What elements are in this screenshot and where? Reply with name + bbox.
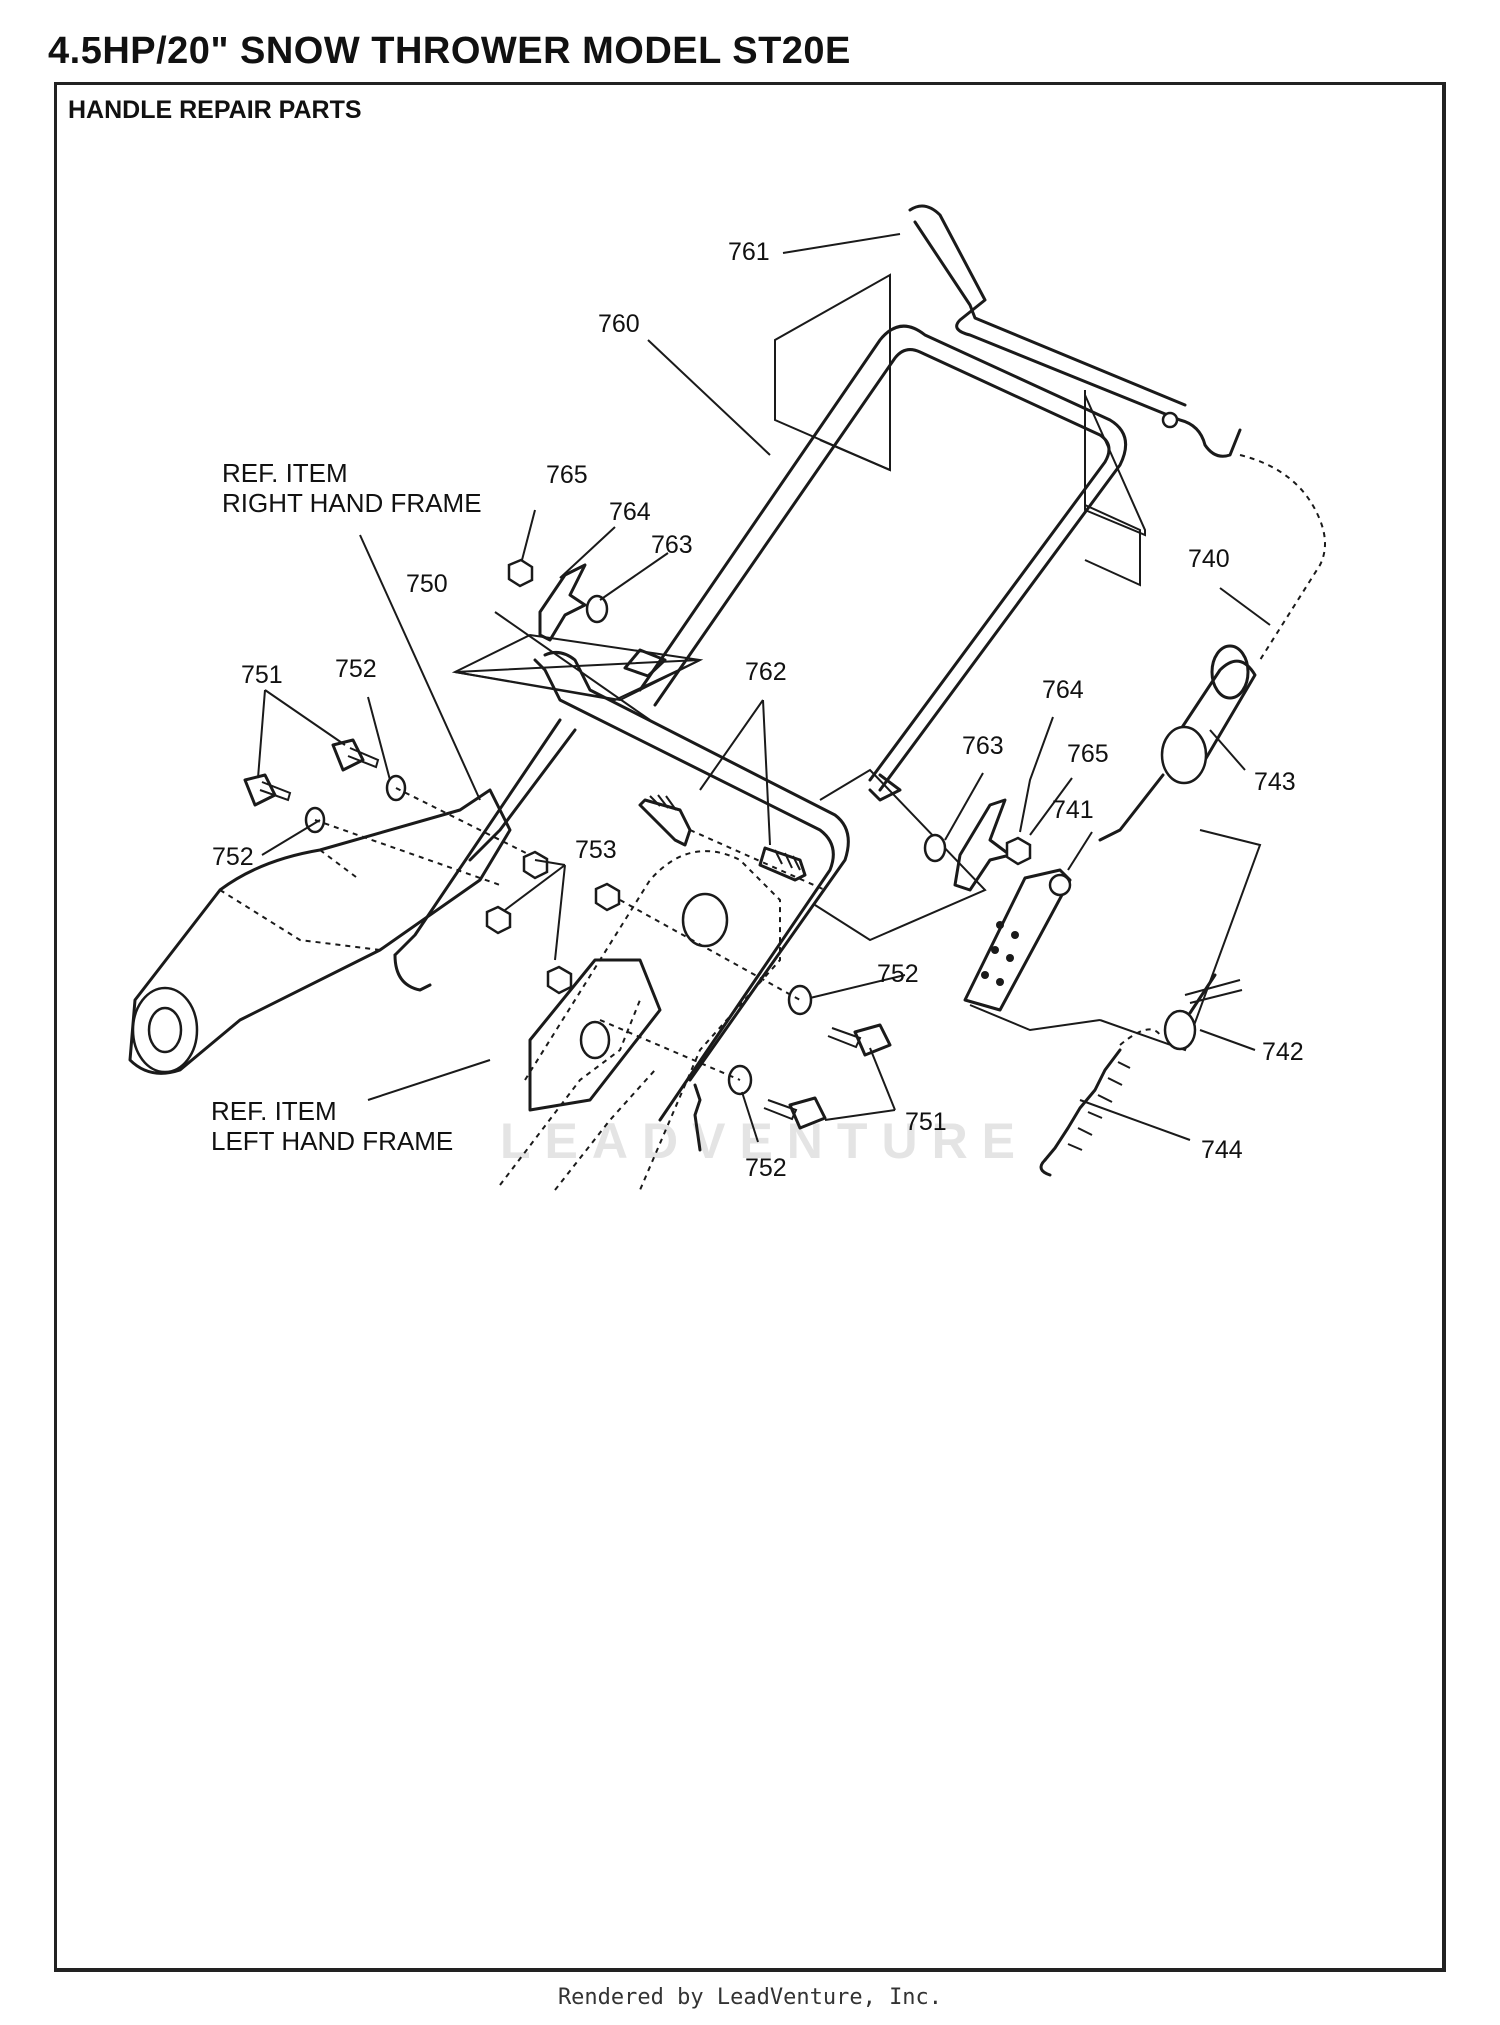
callout-765-right: 765	[1067, 740, 1109, 768]
callout-752-bottom: 752	[745, 1154, 787, 1182]
mounting-plate-741	[963, 868, 1101, 1032]
callout-750: 750	[406, 570, 448, 598]
callout-752-left: 752	[212, 843, 254, 871]
callout-751-top: 751	[241, 661, 283, 689]
callout-752-mid: 752	[877, 960, 919, 988]
hardware-bottom	[599, 899, 892, 1130]
spring-744	[1039, 1028, 1161, 1177]
ref-item-right-hand-frame-line2: RIGHT HAND FRAME	[222, 488, 482, 518]
callout-760: 760	[598, 310, 640, 338]
callout-743: 743	[1254, 768, 1296, 796]
panel-upper-right	[1084, 394, 1146, 537]
diagram-frame	[54, 82, 1446, 1972]
ref-item-right-hand-frame-line1: REF. ITEM	[222, 458, 348, 488]
callout-741: 741	[1052, 796, 1094, 824]
callout-762: 762	[745, 658, 787, 686]
leader-lines	[257, 233, 1271, 1143]
callout-764-top: 764	[609, 498, 651, 526]
callout-764-right: 764	[1042, 676, 1084, 704]
carriage-bolts-762	[638, 794, 826, 891]
ref-item-left-hand-frame-line1: REF. ITEM	[211, 1096, 337, 1126]
section-title: HANDLE REPAIR PARTS	[68, 96, 362, 124]
callout-752-top: 752	[335, 655, 377, 683]
callout-761: 761	[728, 238, 770, 266]
callout-751-bottom: 751	[905, 1108, 947, 1136]
footer-credit: Rendered by LeadVenture, Inc.	[557, 1985, 943, 2010]
left-hand-frame	[499, 850, 781, 1191]
hardware-right	[923, 798, 1032, 892]
hardware-left	[243, 738, 541, 886]
callout-753: 753	[575, 836, 617, 864]
callout-763-right: 763	[962, 732, 1004, 760]
right-hand-frame	[128, 788, 512, 1075]
panel-lower-left	[454, 659, 701, 702]
nuts-753	[485, 850, 621, 995]
eyelet-742	[1163, 973, 1243, 1051]
hardware-top-left	[507, 558, 609, 642]
panel-upper-left	[774, 273, 891, 472]
callout-744: 744	[1201, 1136, 1243, 1164]
callout-742: 742	[1262, 1038, 1304, 1066]
cable-cylinder-743	[1098, 644, 1257, 842]
callout-765-top: 765	[546, 461, 588, 489]
page-title: 4.5HP/20" SNOW THROWER MODEL ST20E	[48, 30, 851, 72]
ref-item-left-hand-frame-line2: LEFT HAND FRAME	[211, 1126, 454, 1156]
callout-740: 740	[1188, 545, 1230, 573]
control-cable-740	[1239, 454, 1326, 661]
callout-763-top: 763	[651, 531, 693, 559]
control-bail-761	[908, 204, 1242, 458]
